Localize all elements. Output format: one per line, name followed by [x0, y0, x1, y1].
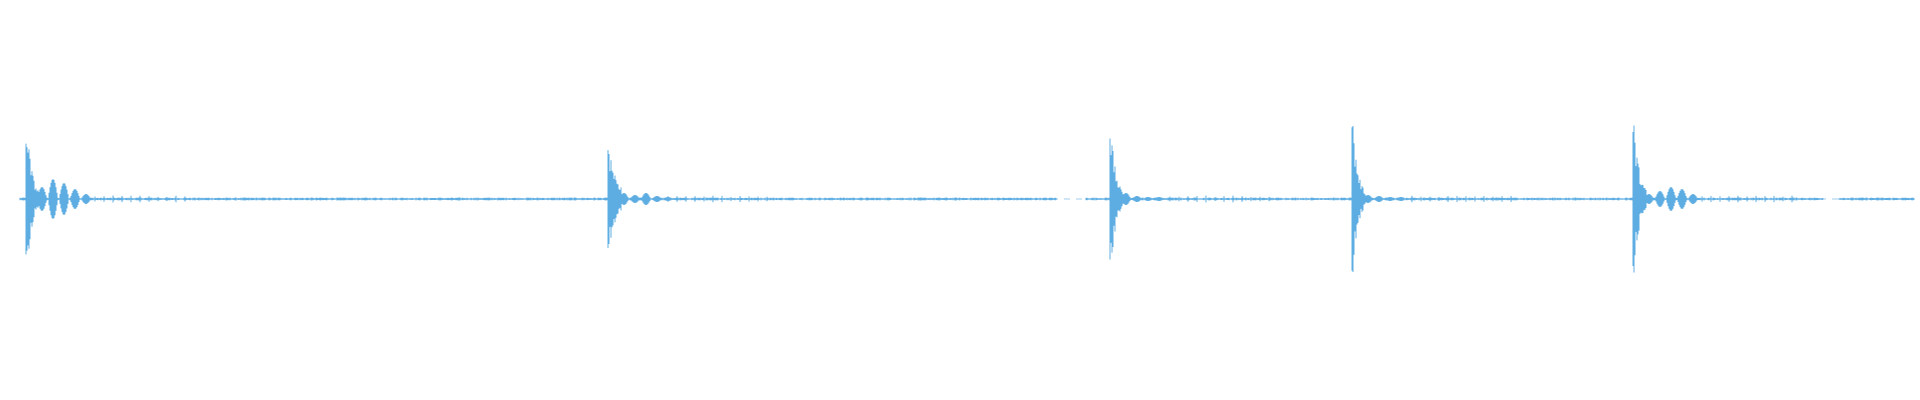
waveform-peaks	[19, 125, 1915, 273]
